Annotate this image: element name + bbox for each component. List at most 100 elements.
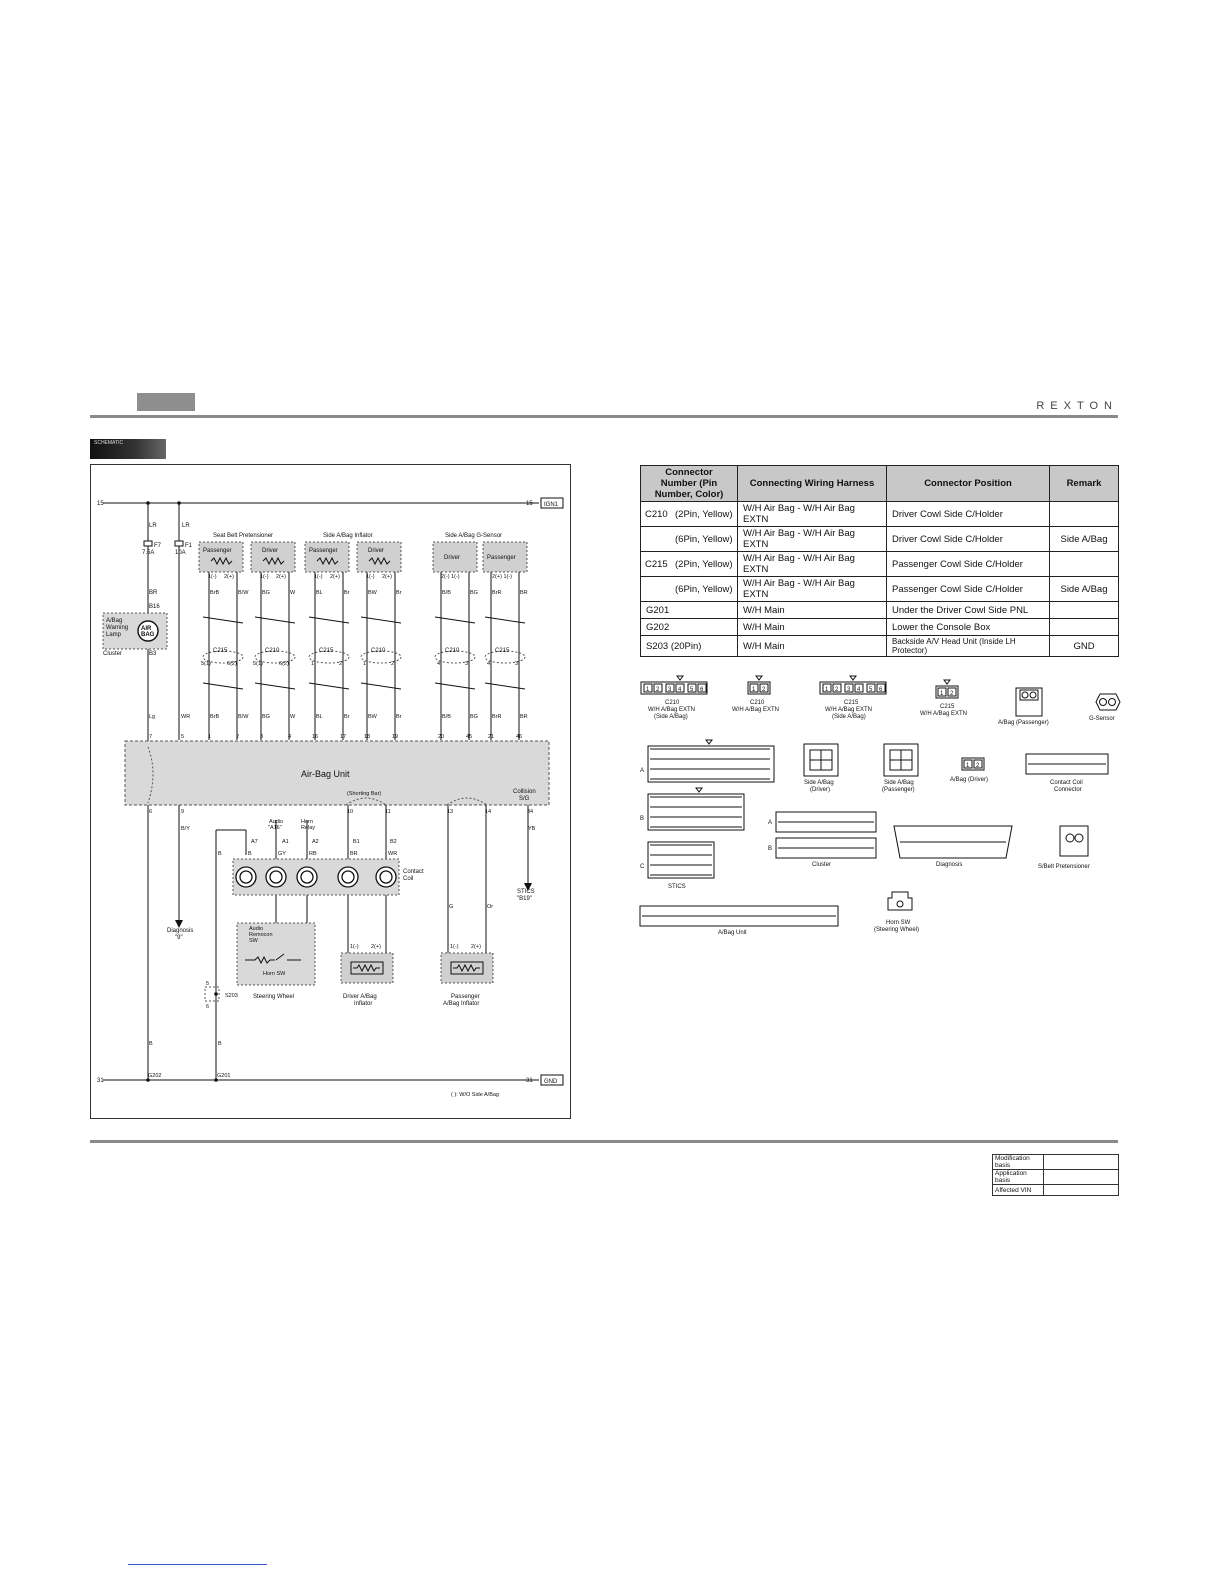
inflator-outline bbox=[350, 961, 384, 975]
wire-label-lr: LR bbox=[182, 523, 190, 529]
connector-c-view bbox=[647, 841, 715, 879]
wire-label: Br bbox=[344, 590, 350, 596]
wire-label: BW bbox=[368, 714, 378, 720]
gnd-box bbox=[540, 1074, 564, 1086]
wire-label: Br bbox=[344, 714, 350, 720]
steering-wheel-label: Steering Wheel bbox=[253, 994, 294, 1000]
view-label: C215 bbox=[844, 700, 859, 706]
group-side-inflator-title: Side A/Bag Inflator bbox=[323, 533, 373, 539]
conn-pin: 5(1) bbox=[201, 661, 211, 667]
view-label: Cluster bbox=[812, 862, 831, 868]
view-label: S/Belt Pretensioner bbox=[1038, 864, 1090, 870]
g-sensor-connector-icon bbox=[1095, 693, 1121, 711]
wire-label: BrR bbox=[492, 590, 502, 596]
table-cell: W/H Air Bag - W/H Air Bag EXTN bbox=[737, 526, 887, 552]
unit-pin: 7 bbox=[149, 734, 152, 740]
table-cell: W/H Main bbox=[737, 601, 887, 619]
conn-spec: (6Pin, Yellow) bbox=[675, 533, 733, 545]
row-letter: A bbox=[640, 768, 644, 774]
abag-unit-connector-icon bbox=[639, 905, 839, 927]
shorting-bar bbox=[446, 797, 488, 806]
row-letter: C bbox=[640, 864, 645, 870]
table-cell: GND bbox=[1049, 635, 1119, 657]
contact-coil-rings bbox=[235, 866, 397, 888]
s203-splice bbox=[204, 986, 220, 1002]
table-cell: W/H Air Bag - W/H Air Bag EXTN bbox=[737, 501, 887, 527]
header-tab-chip bbox=[137, 393, 195, 411]
diagnosis-label: "9" bbox=[175, 935, 183, 941]
wire-label: B/B bbox=[442, 714, 451, 720]
conn-pin: 6(2) bbox=[227, 661, 237, 667]
table-header: Connector Position bbox=[886, 465, 1050, 502]
header-rule bbox=[90, 415, 1118, 418]
cluster-label: Cluster bbox=[103, 651, 122, 657]
view-label: STICS bbox=[668, 884, 686, 890]
connector-table: Connector Number (Pin Number, Color) Con… bbox=[640, 465, 1119, 657]
table-cell: Backside A/V Head Unit (Inside LH Protec… bbox=[886, 635, 1050, 657]
audio-remocon-label: Remocon bbox=[249, 932, 273, 938]
svg-text:2: 2 bbox=[762, 687, 766, 693]
wire-label: G bbox=[449, 904, 453, 910]
diagram-note: ( ): W/O Side A/Bag bbox=[451, 1092, 499, 1098]
svg-text:6: 6 bbox=[879, 687, 883, 693]
s203-pin: 6 bbox=[206, 1004, 209, 1010]
connector-ovals bbox=[202, 650, 526, 664]
conn-label: C210 bbox=[371, 648, 386, 654]
ign-box bbox=[540, 497, 564, 509]
view-label: G-Sensor bbox=[1089, 716, 1115, 722]
comp-label-passenger: Passenger bbox=[487, 555, 516, 561]
conn-number: C215 bbox=[645, 558, 668, 570]
wire-label: B/W bbox=[238, 590, 249, 596]
wire-label: WR bbox=[181, 714, 190, 720]
wiring-diagram-frame: 15 15 IGN1 LR LR F7 7.5A F1 10A BR B16 A… bbox=[90, 464, 571, 1119]
wire-label-br: BR bbox=[149, 590, 158, 596]
table-cell: W/H Main bbox=[737, 618, 887, 636]
conn-pin: 4 bbox=[437, 661, 440, 667]
wire-label: BG bbox=[262, 590, 270, 596]
table-row: (6Pin, Yellow) W/H Air Bag - W/H Air Bag… bbox=[640, 526, 1119, 552]
resistor-icon bbox=[453, 963, 480, 973]
passenger-inflator-label: A/Bag Inflator bbox=[443, 1001, 479, 1007]
footer-rule bbox=[90, 1140, 1118, 1143]
view-label: W/H A/Bag EXTN bbox=[920, 711, 967, 717]
svg-text:1: 1 bbox=[646, 687, 650, 693]
svg-text:1: 1 bbox=[752, 687, 756, 693]
wire-label: W bbox=[290, 590, 296, 596]
pin-label: 1(-) bbox=[350, 944, 359, 950]
wire-label: BG bbox=[262, 714, 270, 720]
pin-label: 1(-) bbox=[366, 574, 375, 580]
svg-text:4: 4 bbox=[678, 687, 682, 693]
stics-label: STICS bbox=[517, 889, 535, 895]
table-cell: Driver Cowl Side C/Holder bbox=[886, 526, 1050, 552]
collision-label: S/G bbox=[519, 796, 530, 802]
conn-label: C210 bbox=[445, 648, 460, 654]
pin-label: 2(+) bbox=[224, 574, 234, 580]
warning-lamp-label: Warning bbox=[106, 625, 128, 631]
table-cell: (6Pin, Yellow) bbox=[640, 576, 738, 602]
table-row: C210(2Pin, Yellow) W/H Air Bag - W/H Air… bbox=[640, 501, 1119, 527]
row-letter: B bbox=[768, 846, 772, 852]
group-seat-belt-title: Seat Belt Pretensioner bbox=[213, 533, 273, 539]
bottom-link-underline[interactable] bbox=[128, 1564, 267, 1565]
gnd-label: GND bbox=[544, 1079, 558, 1085]
svg-text:5: 5 bbox=[869, 687, 873, 693]
audio-label: "A16" bbox=[268, 825, 282, 831]
svg-text:2: 2 bbox=[656, 687, 660, 693]
contact-coil-label: Contact bbox=[403, 869, 424, 875]
internal-loop bbox=[147, 746, 154, 804]
section-tab-text: SCHEMATIC bbox=[94, 440, 124, 446]
view-label: W/H A/Bag EXTN bbox=[732, 707, 779, 713]
conn-pin: 5(1) bbox=[253, 661, 263, 667]
junction-dot bbox=[146, 1078, 150, 1082]
unit-pin: 21 bbox=[488, 734, 494, 740]
pin-label: 2(+) bbox=[330, 574, 340, 580]
table-cell: W/H Air Bag - W/H Air Bag EXTN bbox=[737, 576, 887, 602]
view-label: (Side A/Bag) bbox=[654, 714, 688, 720]
junction-dot bbox=[214, 992, 218, 996]
s203-label: S203 bbox=[225, 993, 238, 999]
wire-label-lr: LR bbox=[149, 523, 157, 529]
svg-text:1: 1 bbox=[940, 691, 944, 697]
